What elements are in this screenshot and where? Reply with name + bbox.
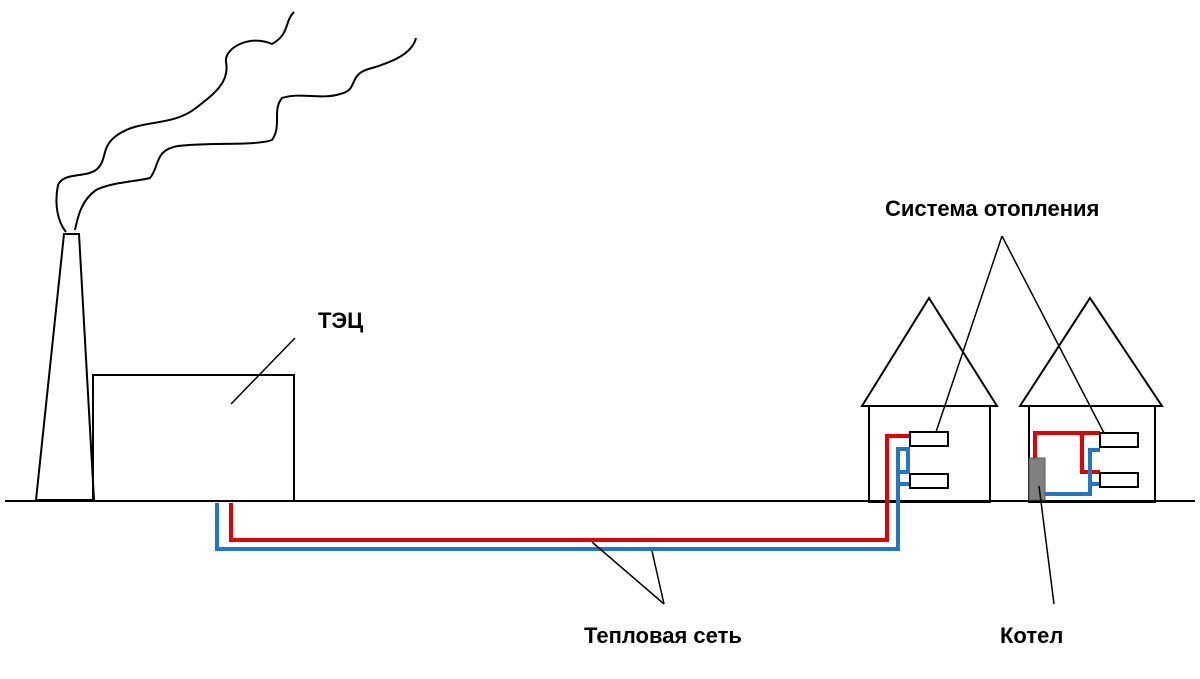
heat-network-supply-pipe: [229, 434, 910, 542]
heat-network-leader-1: [591, 541, 665, 605]
house-2-radiator-upper: [1099, 432, 1139, 448]
smoke-left: [55, 11, 295, 233]
heating-system-leader-2: [1001, 235, 1105, 434]
heat-network-label: Тепловая сеть: [584, 623, 742, 648]
power-plant-building: [92, 374, 295, 502]
boiler-label: Котел: [1000, 623, 1064, 648]
power-plant-leader: [230, 337, 296, 405]
heating-system-leader-1: [935, 235, 1003, 433]
boiler-leader: [1038, 485, 1055, 605]
house-1-roof: [860, 296, 999, 407]
house-2-roof: [1018, 296, 1164, 407]
house-2-return-pipe: [1042, 448, 1100, 496]
smoke-right: [74, 37, 417, 231]
house-2-supply-pipe: [1033, 431, 1100, 460]
heat-network-leader-2: [651, 550, 665, 605]
heat-network-return-pipe: [215, 447, 910, 551]
boiler: [1028, 457, 1046, 501]
heating-system-label: Система отопления: [885, 196, 1100, 221]
power-plant-label: ТЭЦ: [318, 308, 364, 333]
house-2-supply-riser: [1080, 433, 1100, 474]
house-1-radiator-upper: [909, 431, 949, 447]
house-1-radiator-lower: [909, 473, 949, 489]
chimney: [34, 233, 96, 501]
house-2-radiator-lower: [1099, 472, 1139, 488]
